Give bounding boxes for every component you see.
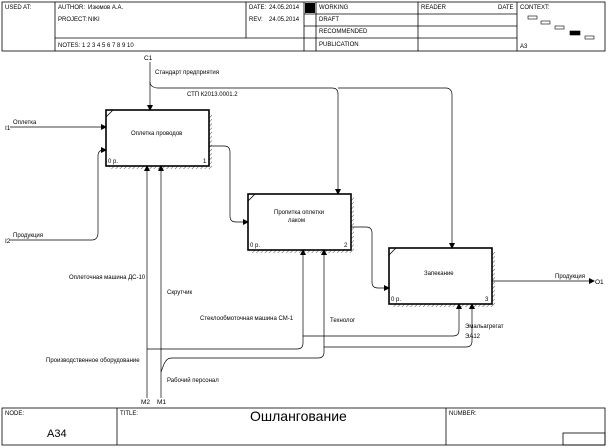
status-publication: PUBLICATION [319,42,359,48]
label-emal-line1: Эмальагрегат [465,324,504,330]
label-m2: M2 [141,399,150,406]
working-status-marker [305,3,315,13]
footer-frame [1,407,606,446]
arrow-c1-to-box3[interactable] [338,87,455,249]
label-skrutchik: Скрутчик [167,290,192,296]
label-tehnolog: Технолог [330,318,356,324]
box-1-title: Оплетка проводов [131,131,182,137]
arrow-c1-to-box2[interactable] [149,81,341,195]
box-1-number: 1 [203,159,207,165]
header-frame [1,1,606,52]
status-draft: DRAFT [319,17,339,23]
arrow-box2-to-box3[interactable] [351,226,390,291]
author-label: AUTHOR: [58,5,85,11]
notes-label: NOTES: [58,43,81,49]
arrow-m2-to-box3[interactable] [303,303,462,337]
date-label: DATE: [249,5,267,11]
context-thumbnail [527,15,595,40]
status-working: WORKING [319,5,349,11]
arrow-box1-to-box2[interactable] [209,145,249,225]
notes-value: 1 2 3 4 5 6 7 8 9 10 [82,43,134,49]
label-produkciya-out: Продукция [555,274,585,280]
box-2-cost: 0 р. [250,243,260,249]
reader-date-label: DATE [498,5,514,11]
arrow-i2-produkciya[interactable] [10,147,107,241]
context-node: A3 [520,44,528,50]
box-2-number: 2 [344,243,348,249]
author-value: Изюмов А.А. [88,5,123,11]
context-label: CONTEXT: [520,5,550,11]
label-opletka: Оплетка [13,120,37,126]
box-3-number: 3 [485,297,489,303]
label-o1: O1 [595,279,604,286]
diagram-title: Ошлангование [250,408,347,424]
label-m1: M1 [157,399,166,406]
label-i2: I2 [5,238,11,245]
label-personal: Рабочий персонал [167,377,219,384]
reader-label: READER [421,5,447,11]
date-value: 24.05.2014 [269,5,300,11]
rev-label: REV: [249,17,263,23]
activity-box-1[interactable]: Оплетка проводов 0 р. 1 [105,109,212,169]
label-standard: Стандарт предприятия [155,70,219,76]
activity-box-2[interactable]: Пропитка оплетки лаком 0 р. 2 [247,193,354,253]
title-label: TITLE: [120,411,138,417]
node-value: A34 [47,428,67,440]
project-label: PROJECT: [58,17,87,23]
rev-value: 24.05.2014 [269,17,300,23]
box-2-title-line1: Пропитка оплетки [274,210,324,216]
label-stp: СТП К2013.0001.2 [187,92,238,98]
box-3-cost: 0 р. [391,297,401,303]
label-i1: I1 [5,125,11,132]
used-at-label: USED AT: [5,5,32,11]
label-steklo: Стеклообмоточная машина СМ-1 [200,316,294,322]
label-produkciya-in: Продукция [13,233,43,239]
label-opletochnaya: Оплеточная машина ДС-10 [69,275,146,281]
number-label: NUMBER: [449,411,477,417]
arrow-m1-to-box2[interactable] [160,249,327,373]
box-3-title: Запекание [424,271,454,277]
label-emal-line2: ЭА12 [465,334,481,340]
label-proizv: Производственное оборудование [46,358,140,364]
arrow-m1-to-box3[interactable] [324,303,475,348]
status-recommended: RECOMMENDED [319,29,368,35]
activity-box-3[interactable]: Запекание 0 р. 3 [388,247,495,307]
box-2-title-line2: лаком [288,218,305,224]
node-label: NODE: [5,411,24,417]
arrow-m2-to-box2[interactable] [147,249,306,350]
label-c1: C1 [144,55,153,62]
project-value: NIKI [88,17,100,23]
box-1-cost: 0 р. [108,159,118,165]
